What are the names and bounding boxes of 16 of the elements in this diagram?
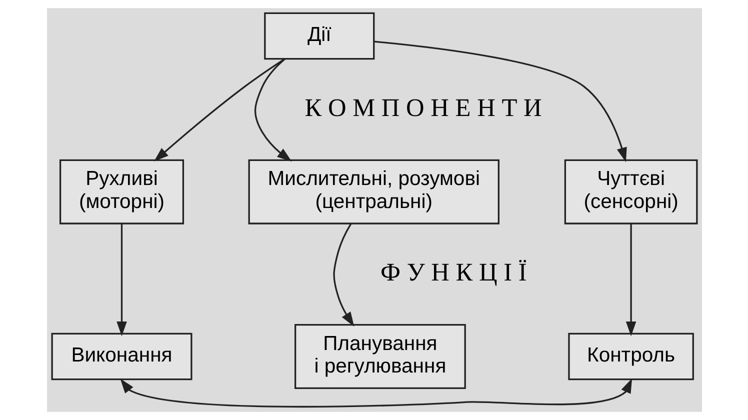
node-box: Дії	[264, 12, 374, 60]
arrow	[153, 58, 285, 162]
node-box: Мислительні, розумові (центральні)	[248, 159, 499, 224]
node-box: Планування і регулювання	[294, 324, 466, 390]
node-box: Рухливі (моторні)	[58, 159, 184, 224]
node-box: Контроль	[568, 332, 694, 380]
label: Ф У Н К Ц І Ї	[380, 258, 526, 287]
arrow	[625, 224, 636, 336]
arrow	[332, 223, 354, 327]
arrow	[116, 224, 126, 336]
arrow	[374, 40, 626, 162]
node-box: Чуттєві (сенсорні)	[564, 159, 698, 224]
arrow	[254, 58, 292, 162]
node-box: Виконання	[50, 332, 192, 380]
arrow	[120, 378, 632, 408]
label: К О М П О Н Е Н Т И	[304, 94, 542, 122]
